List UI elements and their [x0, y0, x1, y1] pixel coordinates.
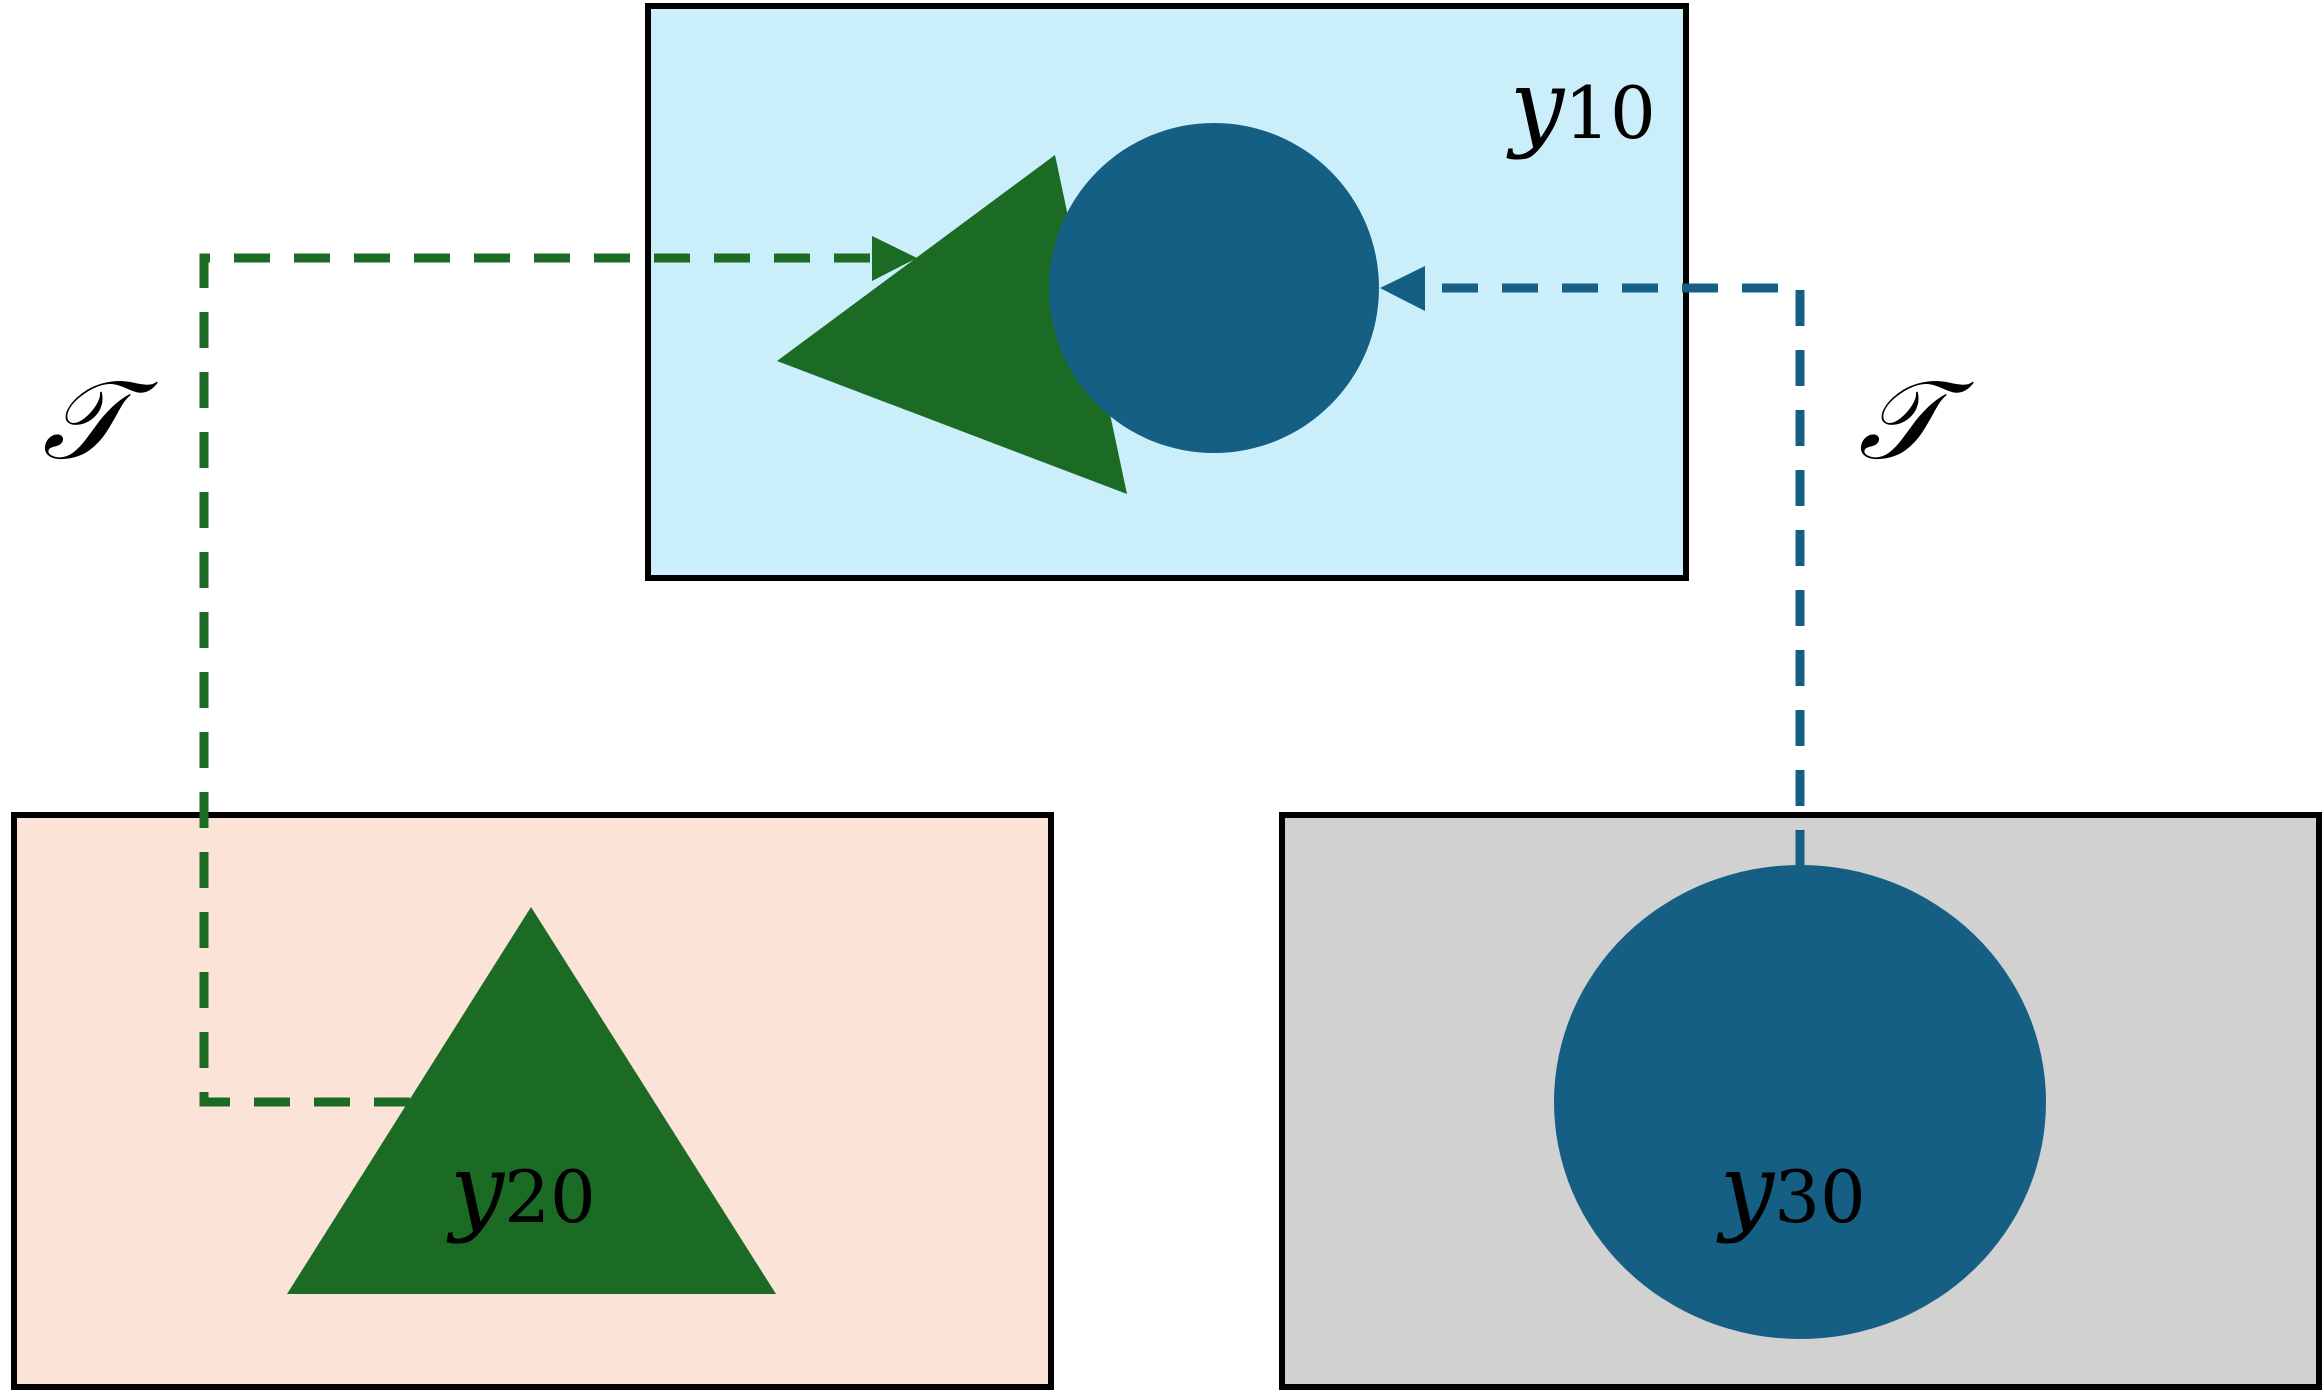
upright-triangle-shape — [287, 907, 776, 1294]
top-panel-label-sub: 10 — [1564, 71, 1656, 155]
top-circle-shape — [1049, 123, 1379, 453]
green-dashed-connector — [199, 253, 872, 1107]
right-panel-label: y30 — [1716, 1133, 1866, 1245]
blue-arrowhead-icon — [1380, 266, 1425, 311]
rotated-triangle-shape — [777, 155, 1127, 494]
left-transform-label: 𝒯 — [42, 356, 158, 484]
left-panel-label-main: y — [446, 1133, 506, 1245]
left-panel-label-sub: 20 — [504, 1155, 596, 1239]
top-panel-label: y10 — [1506, 49, 1656, 161]
right-transform-label: 𝒯 — [1858, 356, 1974, 484]
right-panel-label-sub: 30 — [1774, 1155, 1866, 1239]
right-panel-label-main: y — [1716, 1133, 1776, 1245]
right-ellipse-shape — [1554, 865, 2046, 1339]
left-panel-label: y20 — [446, 1133, 596, 1245]
top-panel-label-main: y — [1506, 49, 1566, 161]
blue-dashed-connector — [1425, 283, 1805, 866]
green-arrowhead-icon — [872, 236, 917, 281]
